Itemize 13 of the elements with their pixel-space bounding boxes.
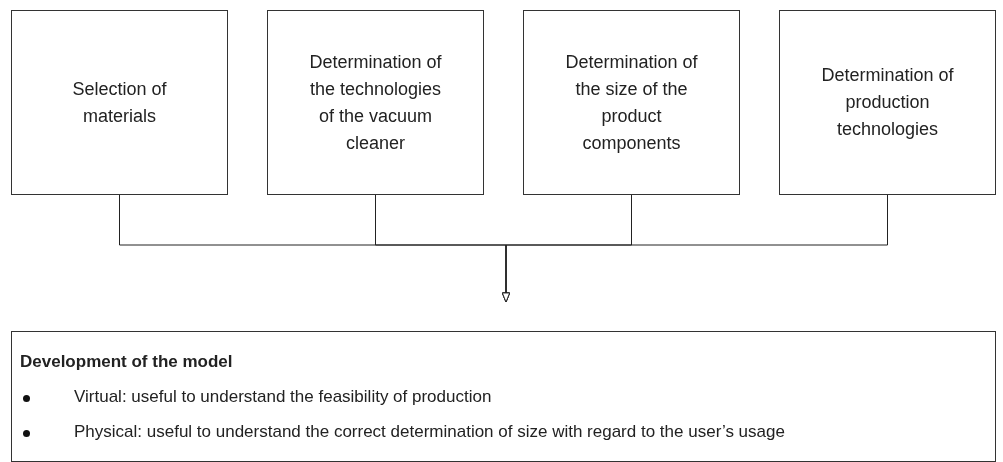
process-box — [267, 10, 484, 195]
connector-arrow — [501, 194, 888, 303]
box-label: Selection of materials — [71, 77, 168, 128]
list-item: Virtual: useful to understand the feasibility of production — [74, 387, 492, 407]
process-box — [523, 10, 740, 195]
process-box — [11, 10, 228, 195]
model-box — [11, 331, 996, 462]
box-heading: Development of the model — [20, 352, 233, 372]
process-box — [779, 10, 996, 195]
list-item: Physical: useful to understand the correct determination of size with regard to the user’s usage — [74, 422, 785, 442]
box-label: Determination of production technologies — [820, 64, 955, 141]
box-label: Determination of the technologies of the vacuum cleaner — [308, 50, 443, 155]
box-label: Determination of the size of the product components — [564, 50, 699, 155]
